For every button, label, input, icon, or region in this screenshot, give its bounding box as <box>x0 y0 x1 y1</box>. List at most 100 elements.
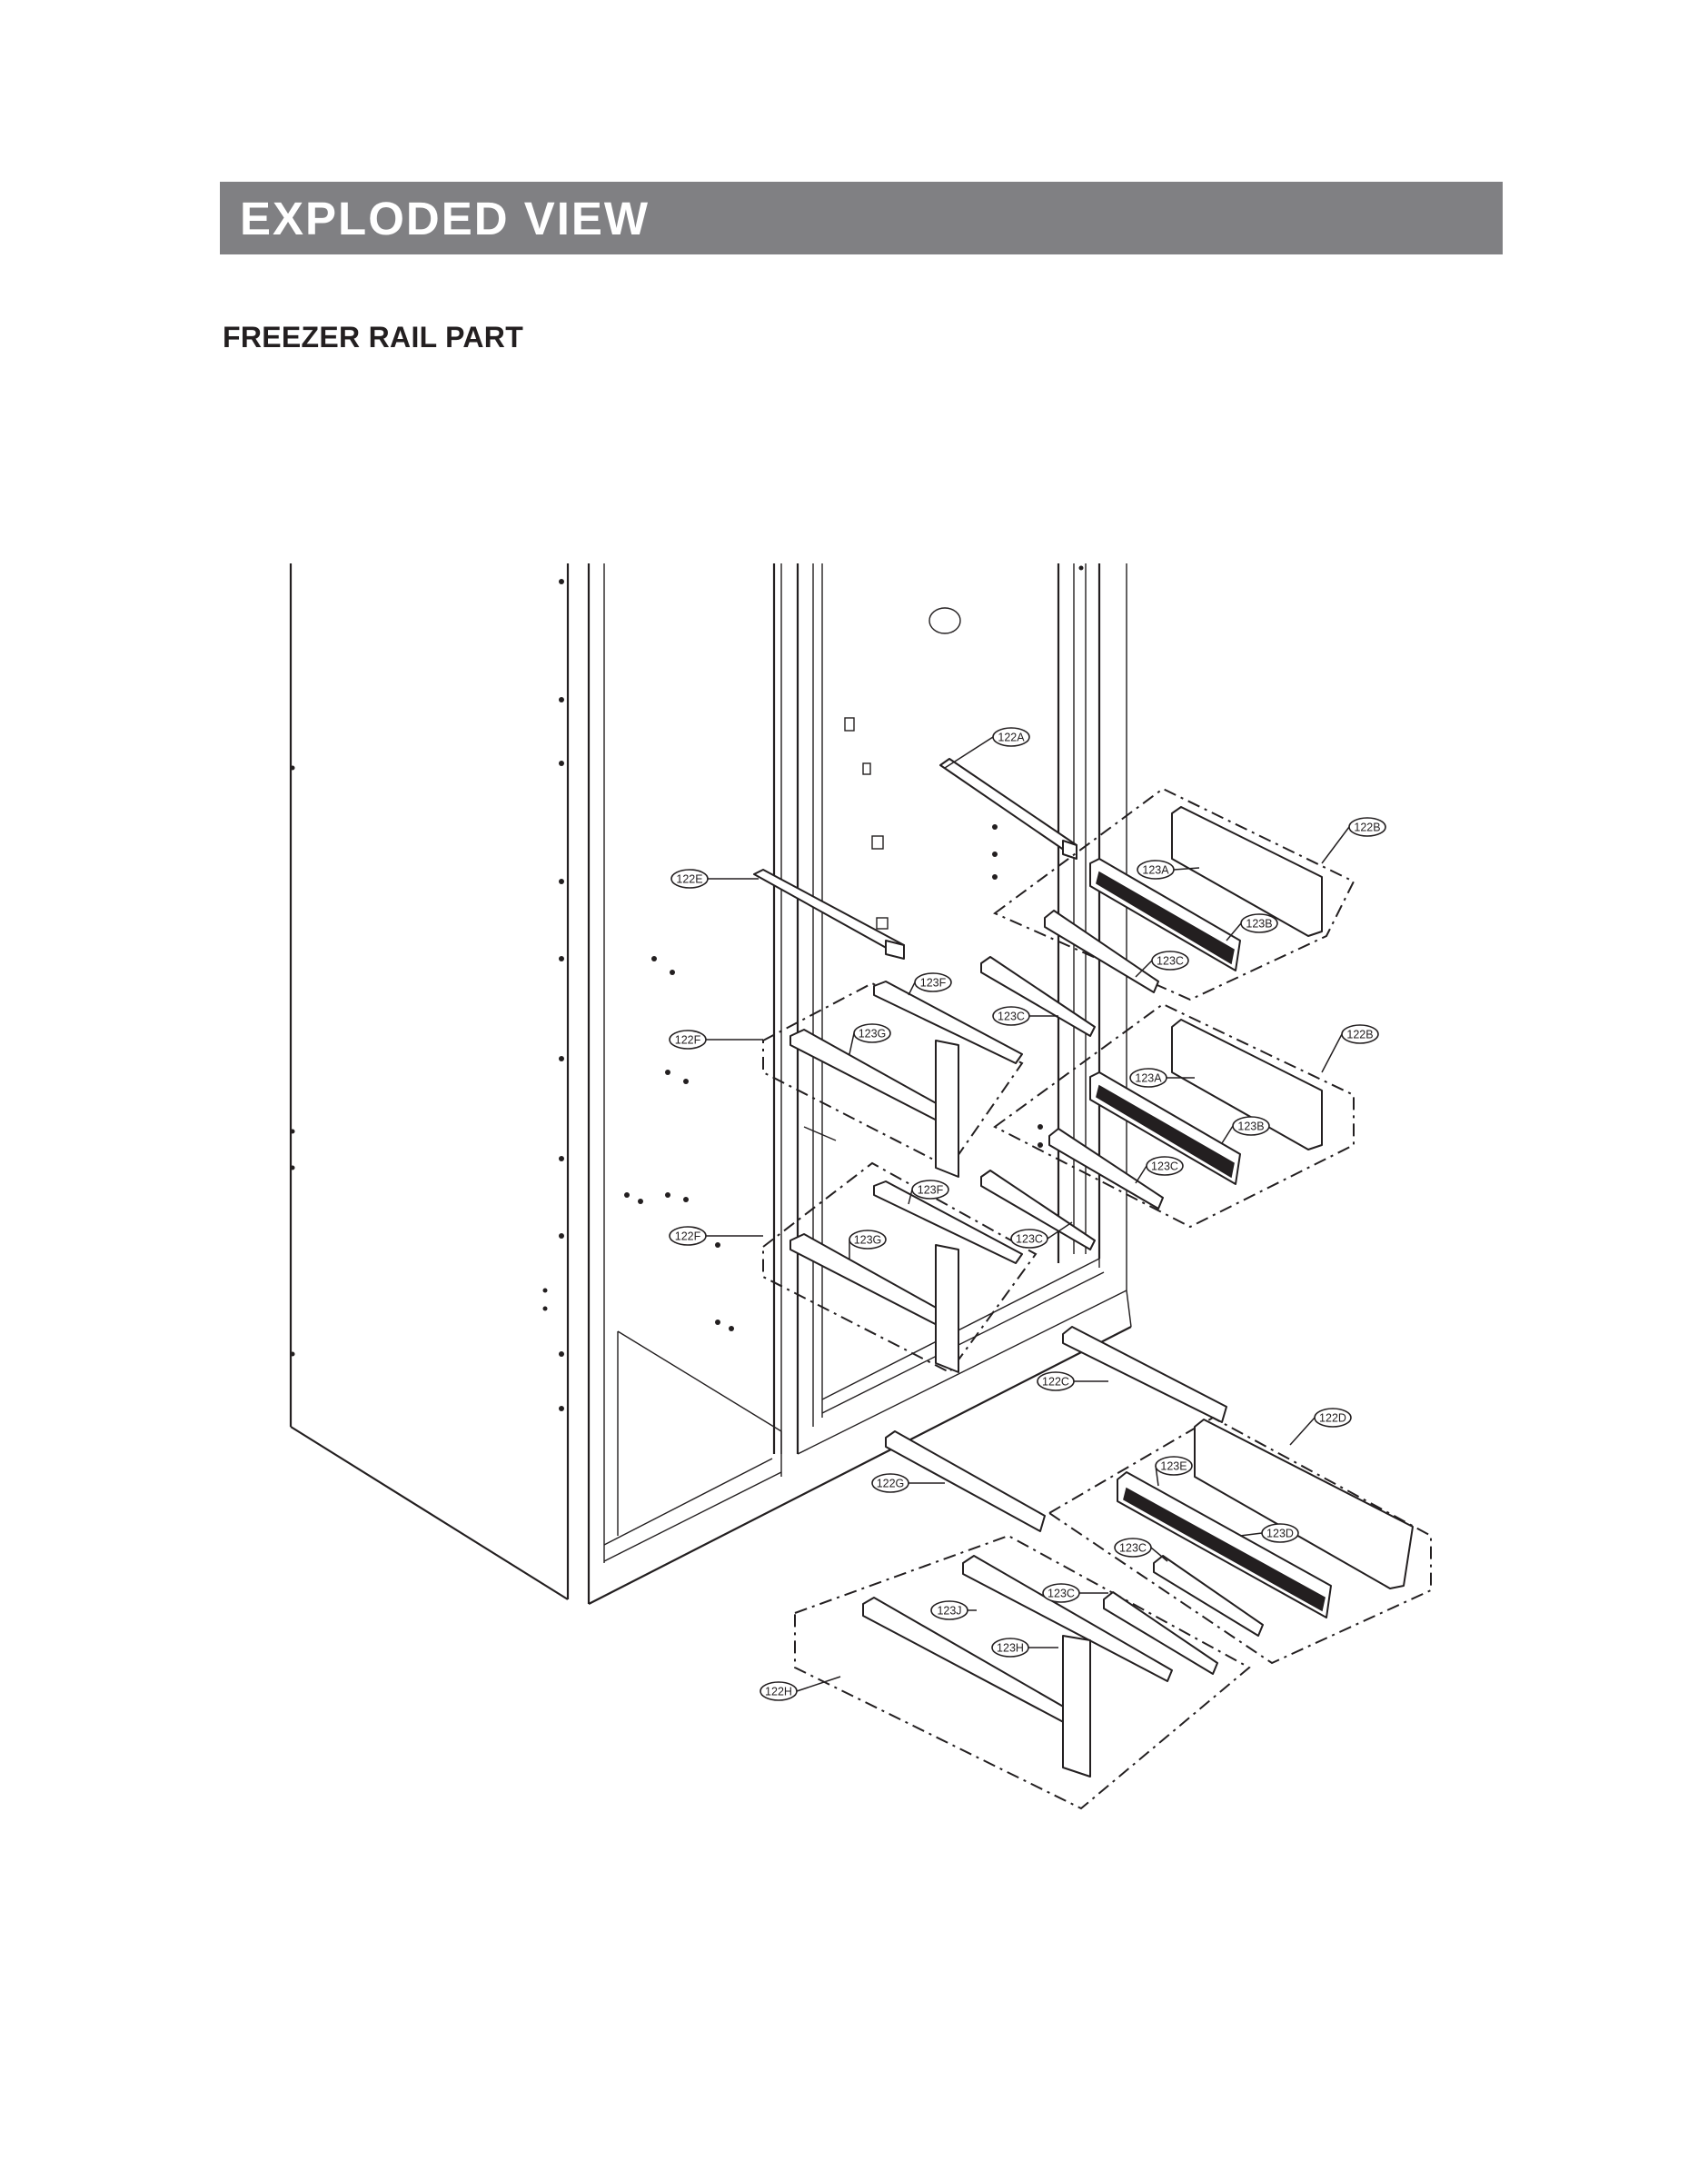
callout-label: 122D <box>1319 1412 1346 1425</box>
callout-leader-line <box>1135 1165 1147 1184</box>
callout-122h: 122H <box>760 1676 841 1701</box>
callout-leader-line <box>908 981 916 996</box>
rail-122A <box>939 758 1077 860</box>
callout-leader-line <box>849 1032 855 1055</box>
callout-label: 123D <box>1266 1528 1294 1540</box>
group-middle-left <box>762 1161 1096 1374</box>
callout-ellipse <box>1232 1116 1270 1136</box>
rail-123C-upper <box>980 956 1096 1037</box>
callout-leader-line <box>1289 1417 1316 1446</box>
callout-123f: 123F <box>908 972 952 996</box>
callout-123j: 123J <box>930 1600 977 1620</box>
callout-label: 123C <box>998 1011 1025 1023</box>
callout-leader-line <box>796 1676 841 1692</box>
callout-122f: 122F <box>669 1030 763 1050</box>
callout-label: 123G <box>859 1028 887 1041</box>
callout-leader-line <box>1226 922 1242 941</box>
callout-ellipse <box>992 727 1030 747</box>
group-top-right <box>993 787 1355 1001</box>
callout-ellipse <box>1261 1523 1299 1543</box>
rail-122C <box>1062 1326 1227 1423</box>
callout-label: 123C <box>1151 1160 1178 1173</box>
callout-ellipse <box>1114 1538 1152 1558</box>
callout-122e: 122E <box>670 869 759 889</box>
callout-label: 123C <box>1048 1588 1075 1600</box>
callout-ellipse <box>760 1681 798 1701</box>
callout-leader-line <box>1135 960 1153 978</box>
callout-ellipse <box>670 869 709 889</box>
callout-123d: 123D <box>1239 1523 1299 1543</box>
page-title: EXPLODED VIEW <box>240 192 650 244</box>
callout-leader-line <box>1321 1033 1343 1073</box>
callout-label: 123H <box>997 1642 1024 1655</box>
callout-label: 122F <box>675 1034 701 1047</box>
callout-122b: 122B <box>1321 1024 1379 1073</box>
callout-122f: 122F <box>669 1226 763 1246</box>
callout-123b: 123B <box>1221 1116 1270 1144</box>
callout-ellipse <box>992 1006 1030 1026</box>
callout-label: 123B <box>1246 918 1272 931</box>
callout-label: 122G <box>877 1478 905 1490</box>
callout-123b: 123B <box>1226 913 1278 941</box>
group-upper-left <box>762 981 1024 1178</box>
callout-ellipse <box>1042 1583 1080 1603</box>
callout-label: 122B <box>1346 1029 1373 1041</box>
callout-123e: 123E <box>1155 1456 1193 1487</box>
callout-123g: 123G <box>849 1023 891 1055</box>
callout-ellipse <box>1010 1229 1048 1249</box>
callout-122b: 122B <box>1321 817 1386 864</box>
callout-label: 123C <box>1119 1542 1147 1555</box>
callout-ellipse <box>1151 951 1189 971</box>
callout-123c: 123C <box>1135 951 1189 978</box>
callout-122d: 122D <box>1289 1408 1352 1446</box>
callout-ellipse <box>911 1180 949 1200</box>
callout-123c: 123C <box>1114 1538 1168 1562</box>
callout-leader-line <box>1321 826 1350 864</box>
callout-123c: 123C <box>992 1006 1058 1026</box>
callout-label: 123E <box>1160 1460 1187 1473</box>
callout-ellipse <box>1037 1371 1075 1391</box>
callout-122g: 122G <box>871 1473 945 1493</box>
callout-label: 123J <box>937 1605 961 1618</box>
callout-122c: 122C <box>1037 1371 1108 1391</box>
callout-ellipse <box>914 972 952 992</box>
callout-122a: 122A <box>944 727 1030 769</box>
callout-123c: 123C <box>1010 1221 1073 1249</box>
callout-ellipse <box>1137 860 1175 880</box>
callout-leader-line <box>1239 1532 1263 1537</box>
callout-123c: 123C <box>1042 1583 1108 1603</box>
callout-label: 123A <box>1142 864 1169 877</box>
callout-label: 123C <box>1016 1233 1043 1246</box>
callout-label: 123C <box>1157 955 1184 968</box>
callout-ellipse <box>930 1600 968 1620</box>
callout-123a: 123A <box>1137 860 1200 880</box>
callout-ellipse <box>1348 817 1386 837</box>
callout-ellipse <box>669 1226 707 1246</box>
callout-label: 122H <box>765 1686 792 1698</box>
callout-123f: 123F <box>908 1180 949 1205</box>
callout-leader-line <box>908 1189 913 1205</box>
callout-ellipse <box>1240 913 1278 933</box>
section-title: FREEZER RAIL PART <box>223 321 524 354</box>
callout-ellipse <box>871 1473 909 1493</box>
callout-ellipse <box>853 1023 891 1043</box>
rail-122E <box>753 869 905 960</box>
callout-leader-line <box>1221 1125 1234 1144</box>
callout-leader-line <box>1173 867 1200 871</box>
mounting-holes <box>290 565 1084 1411</box>
group-middle-right <box>993 1002 1355 1229</box>
callout-ellipse <box>669 1030 707 1050</box>
callout-labels: 122A 122B 123A 123B 123C 122E 123F 123C 123G 122F… <box>669 727 1386 1701</box>
callout-ellipse <box>1129 1068 1167 1088</box>
callout-123g: 123G <box>849 1230 887 1259</box>
callout-label: 123G <box>854 1234 882 1247</box>
callout-123h: 123H <box>991 1638 1058 1658</box>
group-bottom <box>794 1534 1251 1810</box>
header-banner: EXPLODED VIEW <box>220 182 1503 254</box>
callout-123a: 123A <box>1129 1068 1195 1088</box>
callout-label: 123F <box>920 977 947 990</box>
callout-ellipse <box>1341 1024 1379 1044</box>
callout-leader-line <box>1150 1547 1168 1562</box>
callout-leader-line <box>944 736 994 769</box>
callout-ellipse <box>1146 1156 1184 1176</box>
